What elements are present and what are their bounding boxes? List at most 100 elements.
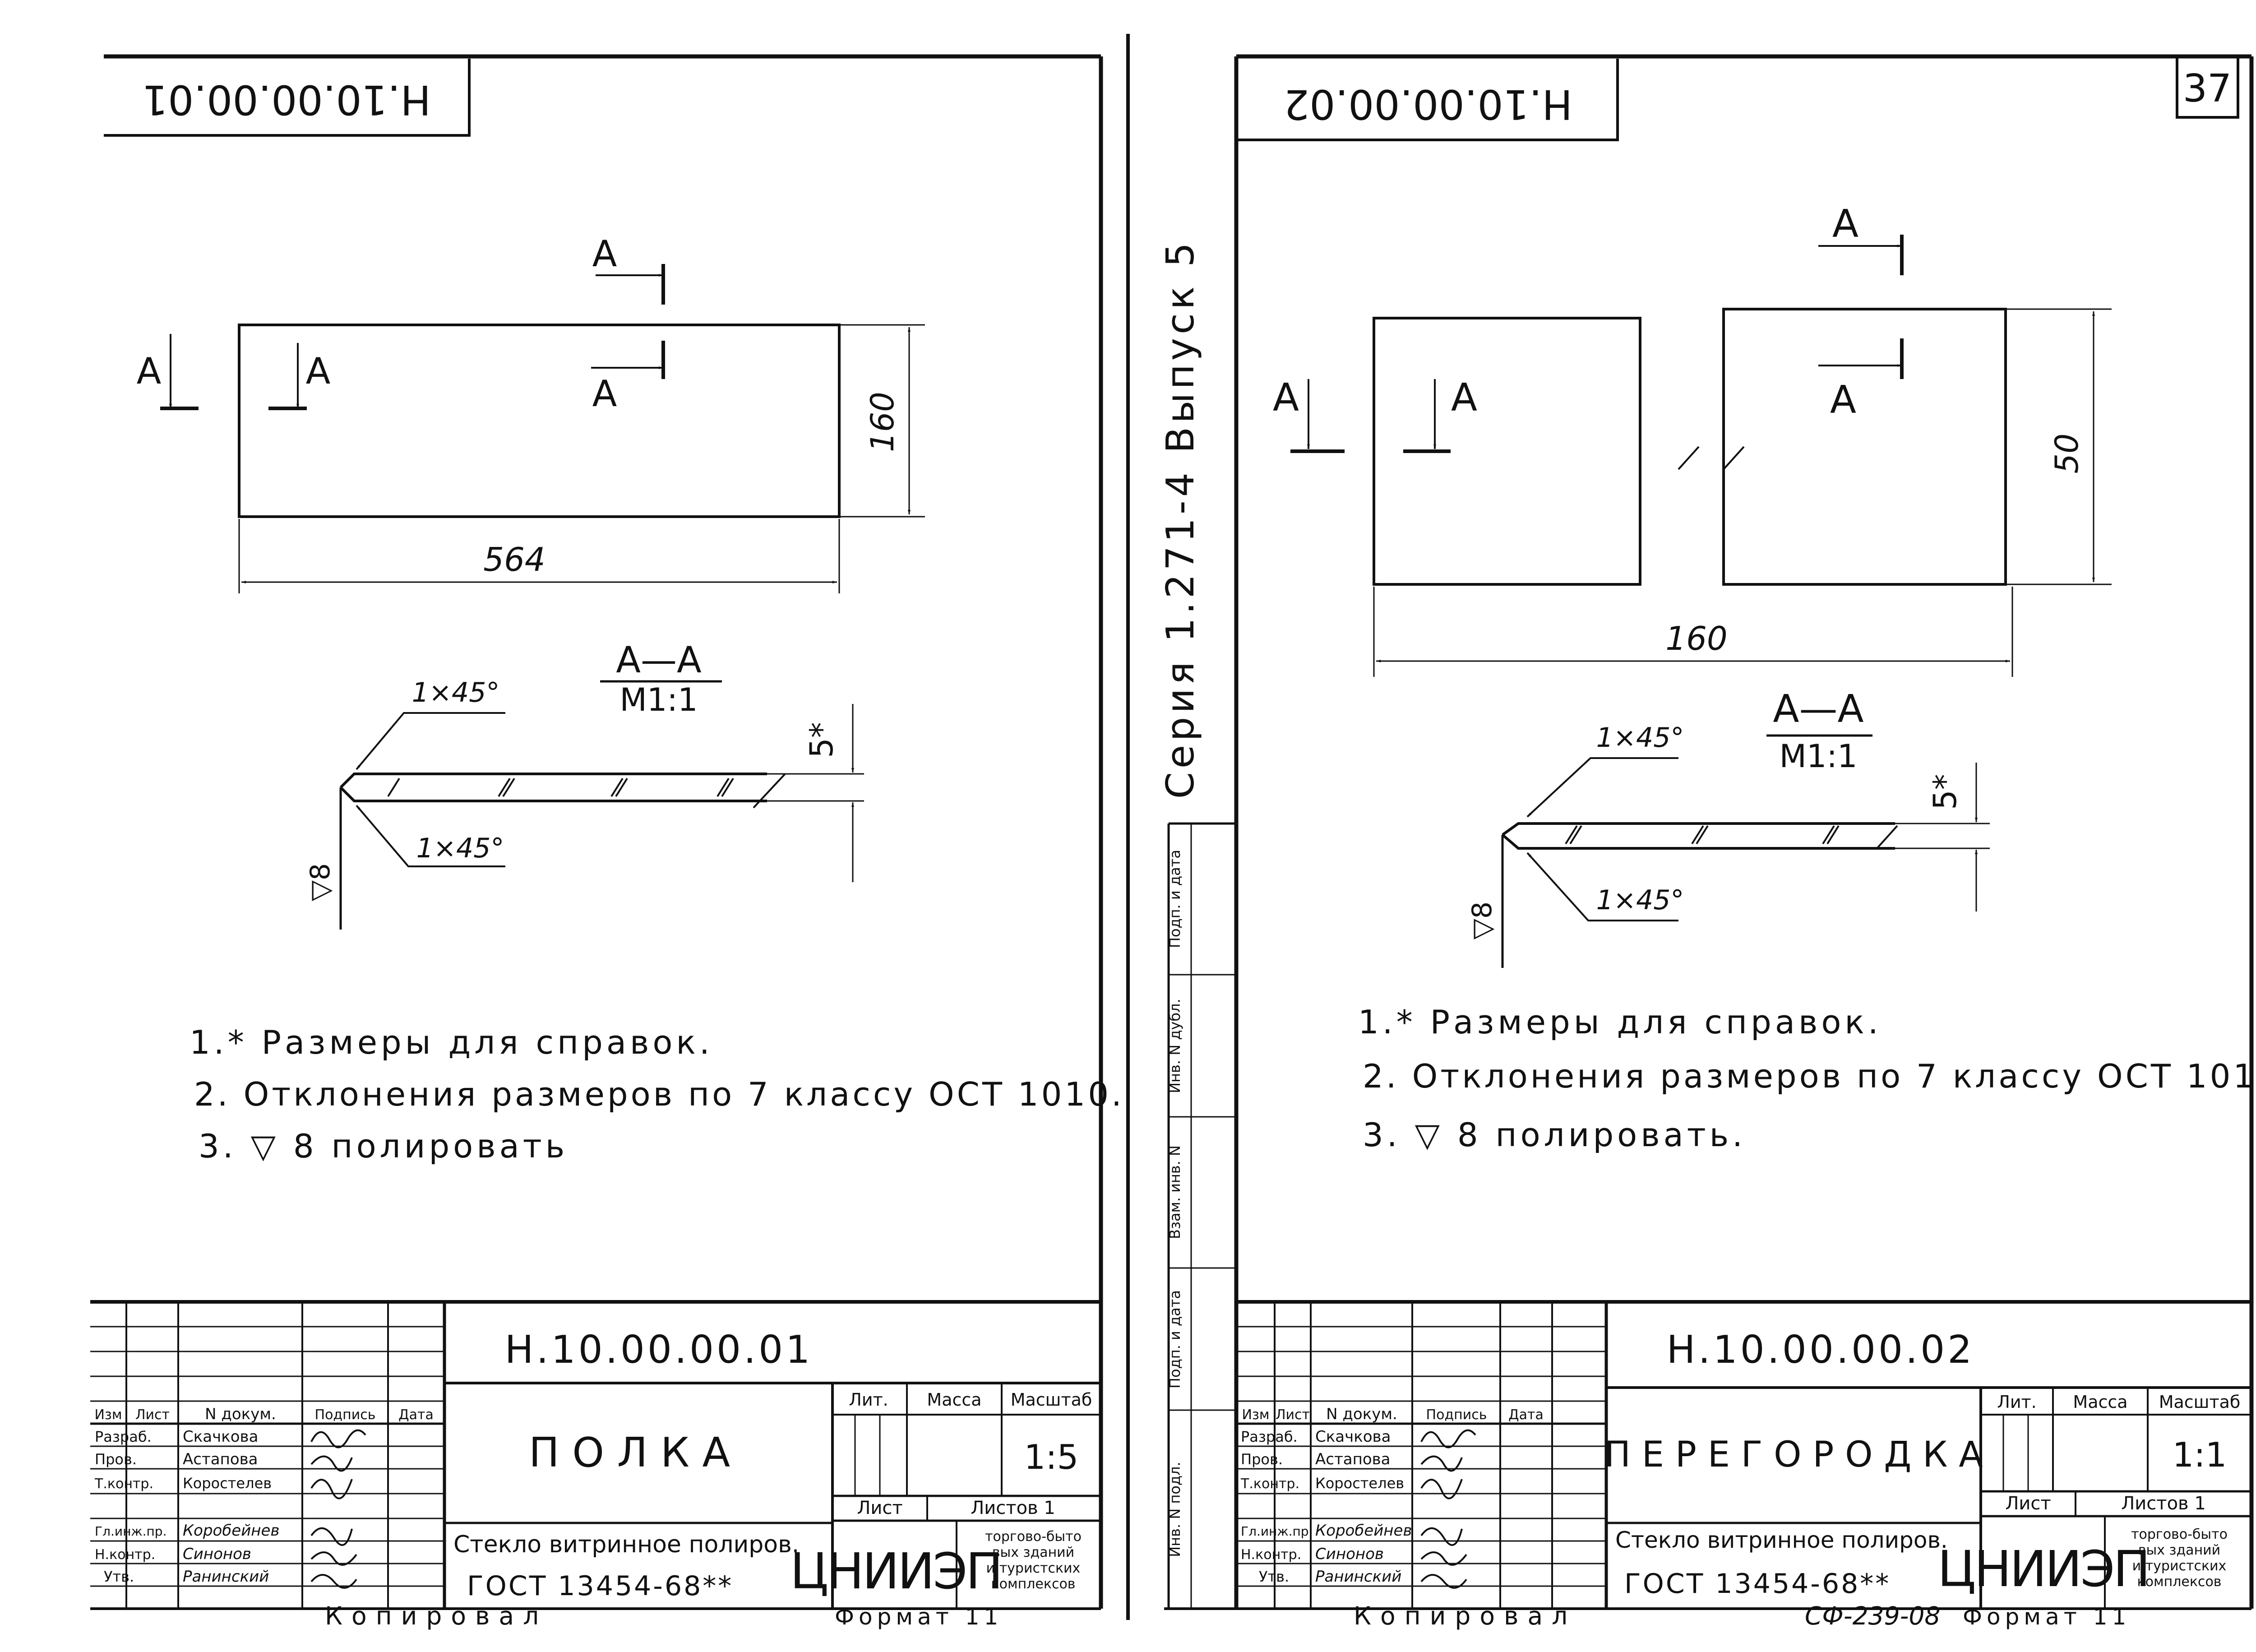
page-number: 37 xyxy=(2183,66,2232,111)
role-name: Астапова xyxy=(1315,1450,1391,1468)
col-ndokum: N докум. xyxy=(1326,1405,1397,1423)
side-stamp-label: Взам. инв. N xyxy=(1166,1145,1183,1239)
role-label: Т.контр. xyxy=(94,1476,153,1492)
col-masshtab: Масштаб xyxy=(1011,1390,1092,1410)
chamfer-label: 1×45° xyxy=(1596,722,1684,754)
copied-label: Копировал xyxy=(325,1601,548,1630)
col-podpis: Подпись xyxy=(1426,1407,1487,1423)
chamfer-label: 1×45° xyxy=(416,833,504,864)
role-name: Ранинский xyxy=(183,1568,269,1586)
role-name: Коробейнев xyxy=(183,1522,280,1540)
signature-scribble xyxy=(310,1429,366,1589)
col-izm: Изм xyxy=(1242,1407,1269,1423)
section-scale: М1:1 xyxy=(619,681,698,718)
title-scale: 1:1 xyxy=(2173,1435,2227,1475)
title-material: Стекло витринное полиров. xyxy=(1615,1527,1948,1553)
col-lit: Лит. xyxy=(1997,1392,2037,1412)
cut-label: А xyxy=(137,350,162,392)
title-designation: Н.10.00.00.01 xyxy=(505,1328,813,1372)
title-name: П О Л К А xyxy=(529,1429,730,1476)
org-line: вых зданий xyxy=(992,1545,1074,1560)
note-line: 2. Отклонения размеров по 7 классу ОСТ 1… xyxy=(194,1075,1124,1113)
note-line: 1.* Размеры для справок. xyxy=(1358,1003,1882,1041)
role-name: Коробейнев xyxy=(1315,1522,1412,1540)
org-line: торгово-быто xyxy=(2131,1527,2228,1542)
archive-code: СФ-239-08 xyxy=(1805,1601,1940,1630)
org-line: торгово-быто xyxy=(985,1529,1082,1545)
cut-label: А xyxy=(306,350,331,392)
role-label: Пров. xyxy=(95,1451,137,1468)
note-line: 1.* Размеры для справок. xyxy=(190,1023,713,1061)
col-data: Дата xyxy=(398,1407,434,1423)
role-label: Утв. xyxy=(104,1568,134,1585)
mirrored-sheet-code: Н.10.00.00.02 xyxy=(1284,80,1572,128)
org-line: вых зданий xyxy=(2138,1542,2220,1558)
title-name: П Е Р Е Г О Р О Д К А xyxy=(1604,1435,1983,1475)
side-stamp-label: Инв. N подл. xyxy=(1166,1462,1183,1557)
role-name: Коростелев xyxy=(183,1475,272,1492)
col-listov: Листов 1 xyxy=(2121,1493,2206,1514)
col-masshtab: Масштаб xyxy=(2159,1392,2241,1412)
cut-label: А xyxy=(1830,378,1856,422)
note-line: 3. ▽ 8 полировать. xyxy=(1363,1116,1746,1154)
col-list: Лист xyxy=(1276,1407,1310,1423)
col-izm: Изм xyxy=(94,1407,122,1423)
side-stamp-label: Подп. и дата xyxy=(1166,850,1183,948)
mirrored-sheet-code: Н.10.00.00.01 xyxy=(142,76,431,123)
role-label: Пров. xyxy=(1241,1451,1283,1468)
roughness-label: ▽8 xyxy=(1466,902,1498,939)
role-label: Т.контр. xyxy=(1240,1476,1299,1492)
copied-label: Копировал xyxy=(1354,1601,1576,1630)
sheet-right-text: 37 Н.10.00.00.02 Серия 1.271-4 Выпуск 5 … xyxy=(1158,66,2256,1630)
role-label: Гл.инж.пр. xyxy=(95,1524,166,1539)
role-label: Гл.инж.пр. xyxy=(1241,1524,1313,1539)
format-label: Формат 11 xyxy=(835,1604,1003,1630)
chamfer-label: 1×45° xyxy=(412,677,500,708)
org-logo: ЦНИИЭП xyxy=(790,1542,1001,1600)
title-standard: ГОСТ 13454-68** xyxy=(467,1570,733,1602)
col-list: Лист xyxy=(135,1407,170,1423)
role-name: Ранинский xyxy=(1315,1568,1401,1586)
col-list: Лист xyxy=(857,1498,902,1518)
cut-label: А xyxy=(592,373,617,415)
col-list: Лист xyxy=(2005,1493,2051,1514)
title-designation: Н.10.00.00.02 xyxy=(1667,1328,1975,1372)
title-scale: 1:5 xyxy=(1024,1437,1079,1477)
sheet-right xyxy=(1126,34,2254,1620)
title-material: Стекло витринное полиров. xyxy=(453,1531,799,1558)
dimension-width: 160 xyxy=(1665,620,1727,657)
title-standard: ГОСТ 13454-68** xyxy=(1624,1568,1891,1600)
col-massa: Масса xyxy=(927,1390,981,1410)
role-name: Скачкова xyxy=(183,1428,258,1446)
role-label: Разраб. xyxy=(1241,1428,1298,1445)
col-data: Дата xyxy=(1508,1407,1544,1423)
thickness-label: 5* xyxy=(803,722,840,758)
col-ndokum: N докум. xyxy=(205,1405,276,1423)
role-name: Коростелев xyxy=(1315,1475,1404,1492)
section-title: А—А xyxy=(1773,687,1863,731)
note-line: 2. Отклонения размеров по 7 классу ОСТ 1… xyxy=(1363,1057,2256,1095)
sheet-left xyxy=(90,54,1103,1610)
role-label: Разраб. xyxy=(95,1428,152,1445)
format-label: Формат 11 xyxy=(1963,1604,2131,1630)
series-label: Серия 1.271-4 Выпуск 5 xyxy=(1158,239,1203,799)
role-label: Н.контр. xyxy=(1241,1547,1301,1563)
role-name: Синонов xyxy=(183,1545,251,1563)
cut-label: А xyxy=(1832,202,1858,246)
org-line: и туристских xyxy=(2132,1558,2227,1574)
cut-label: А xyxy=(1273,375,1299,420)
dimension-width: 564 xyxy=(483,541,545,578)
sheet-left-text: Н.10.00.00.01 А А А А 160 564 А—А М1:1 1… xyxy=(94,76,1124,1630)
note-line: 3. ▽ 8 полировать xyxy=(199,1127,568,1165)
org-line: комплексов xyxy=(2137,1574,2221,1590)
col-listov: Листов 1 xyxy=(971,1498,1055,1518)
cut-label: А xyxy=(1451,375,1477,420)
section-title: А—А xyxy=(616,639,702,681)
chamfer-label: 1×45° xyxy=(1596,884,1684,916)
col-podpis: Подпись xyxy=(315,1407,376,1423)
dimension-height: 50 xyxy=(2048,433,2085,473)
role-label: Утв. xyxy=(1259,1568,1289,1585)
side-stamp-label: Инв. N дубл. xyxy=(1166,999,1183,1093)
roughness-label: ▽8 xyxy=(305,863,336,901)
